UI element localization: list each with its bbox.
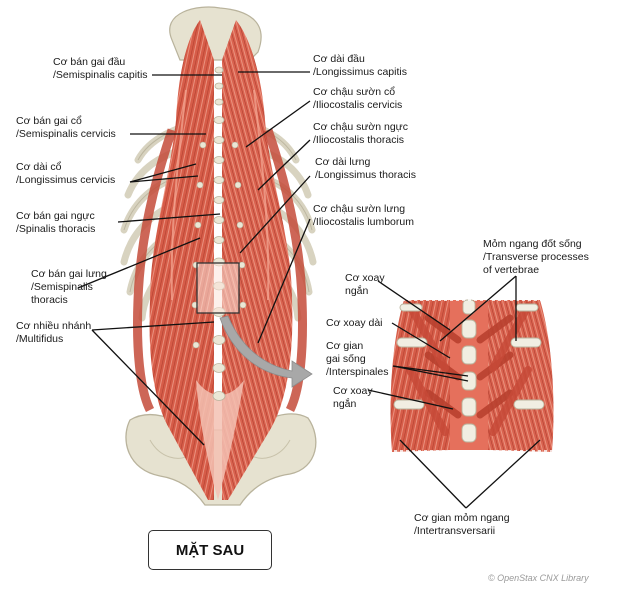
- label-interspinales: Cơ gian gai sống /Interspinales: [326, 340, 389, 378]
- label-intertransversarii: Cơ gian mỏm ngang /Intertransversarii: [414, 512, 510, 537]
- label-spinalis-thoracis: Cơ bán gai ngực /Spinalis thoracis: [16, 210, 96, 235]
- view-label: MẶT SAU: [175, 541, 245, 559]
- inset-detail: [388, 299, 556, 452]
- label-iliocostalis-thoracis: Cơ chậu sườn ngực /Iliocostalis thoracis: [313, 121, 408, 146]
- label-rotatores-short-bottom: Cơ xoay ngắn: [333, 385, 373, 410]
- label-iliocostalis-cervicis: Cơ chậu sườn cổ /Iliocostalis cervicis: [313, 86, 403, 111]
- right-erector-spinae: [222, 20, 293, 500]
- label-rotatores-short-top: Cơ xoay ngắn: [345, 272, 385, 297]
- label-iliocostalis-lumborum: Cơ chậu sườn lưng /Iliocostalis lumborum: [313, 203, 414, 228]
- inset-spinous-processes: [461, 299, 477, 443]
- credit-text: © OpenStax CNX Library: [488, 573, 589, 583]
- view-label-box: MẶT SAU: [148, 530, 272, 570]
- detail-region-box: [196, 262, 240, 314]
- label-longissimus-thoracis: Cơ dài lưng /Longissimus thoracis: [315, 156, 416, 181]
- label-longissimus-capitis: Cơ dài đầu /Longissimus capitis: [313, 53, 407, 78]
- label-multifidus: Cơ nhiều nhánh /Multifidus: [16, 320, 92, 345]
- label-longissimus-cervicis: Cơ dài cổ /Longissimus cervicis: [16, 161, 116, 186]
- leader-lines: [77, 71, 541, 509]
- label-semispinalis-cervicis: Cơ bán gai cổ /Semispinalis cervicis: [16, 115, 116, 140]
- detail-arrow: [219, 315, 313, 388]
- label-semispinalis-capitis: Cơ bán gai đầu /Semispinalis capitis: [53, 56, 148, 81]
- label-rotatores-long: Cơ xoay dài: [326, 317, 383, 329]
- inset-transverse-processes: [393, 303, 545, 410]
- label-transverse-processes: Mỏm ngang đốt sống /Transverse processes…: [483, 238, 589, 276]
- back-anatomy: [120, 6, 317, 506]
- left-erector-spinae: [149, 20, 214, 500]
- label-semispinalis-thoracis: Cơ bán gai lưng /Semispinalis thoracis: [31, 268, 107, 306]
